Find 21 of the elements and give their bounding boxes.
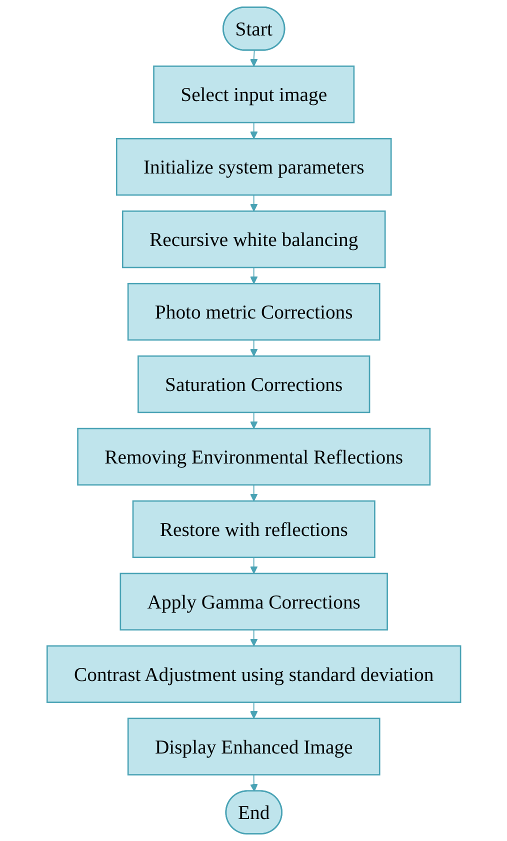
arrow [250,702,258,719]
arrow [250,629,258,646]
node-box: Contrast Adjustment using standard deviation [46,645,461,703]
node-box: Saturation Corrections [137,355,370,414]
arrow [250,267,258,284]
arrow [250,122,258,140]
arrow [250,412,258,429]
arrow [250,194,258,212]
node-box: Photo metric Corrections [127,282,380,341]
node-box: Display Enhanced Image [127,718,380,776]
arrow [250,556,258,574]
arrow [250,50,258,67]
arrow [250,484,258,502]
arrow [250,774,258,792]
node-box: Removing Environmental Reflections [76,428,430,486]
arrow [250,340,258,356]
node-box: Initialize system parameters [116,138,392,196]
node-box: Restore with reflections [132,500,376,558]
node-box: Select input image [152,66,354,124]
node-box: Apply Gamma Corrections [119,572,388,631]
node-box: Recursive white balancing [122,210,386,268]
